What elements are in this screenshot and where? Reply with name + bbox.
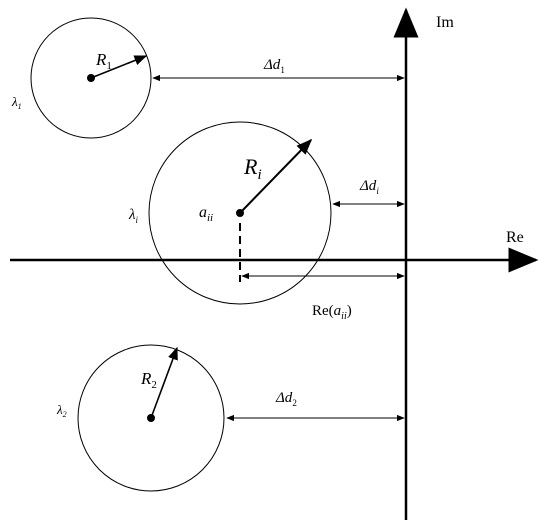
disc-2-radius-label: R2 bbox=[140, 369, 157, 391]
disc-2-group: R2 λ2 Δd2 bbox=[56, 344, 405, 492]
disc-i-radius-arrow bbox=[239, 138, 313, 214]
disc-i-real-part-label: Re(aii) bbox=[312, 303, 352, 322]
disc-1-group: R1 λ1 Δd1 bbox=[11, 17, 405, 139]
disc-i-group: Ri aii λi Δdi Re(aii) bbox=[128, 121, 405, 322]
disc-2-circle bbox=[77, 344, 225, 492]
disc-1-radius-label: R1 bbox=[95, 50, 112, 72]
disc-2-radius-arrow bbox=[150, 346, 178, 419]
disc-i-circle bbox=[148, 121, 332, 305]
disc-1-distance-label: Δd1 bbox=[263, 57, 285, 75]
disc-i-eigenvalue-label: λi bbox=[128, 207, 139, 225]
disc-i-distance-label: Δdi bbox=[359, 178, 379, 196]
disc-1-eigenvalue-label: λ1 bbox=[11, 94, 22, 111]
imaginary-axis-label: Im bbox=[436, 14, 454, 31]
disc-i-center-label: aii bbox=[199, 204, 213, 224]
disc-2-eigenvalue-label: λ2 bbox=[56, 402, 67, 419]
disc-i-radius-label: Ri bbox=[243, 154, 262, 183]
real-axis-label: Re bbox=[506, 229, 524, 246]
disc-1-radius-arrow bbox=[90, 55, 148, 79]
disc-1-circle bbox=[30, 17, 152, 139]
disc-2-distance-label: Δd2 bbox=[275, 390, 297, 408]
